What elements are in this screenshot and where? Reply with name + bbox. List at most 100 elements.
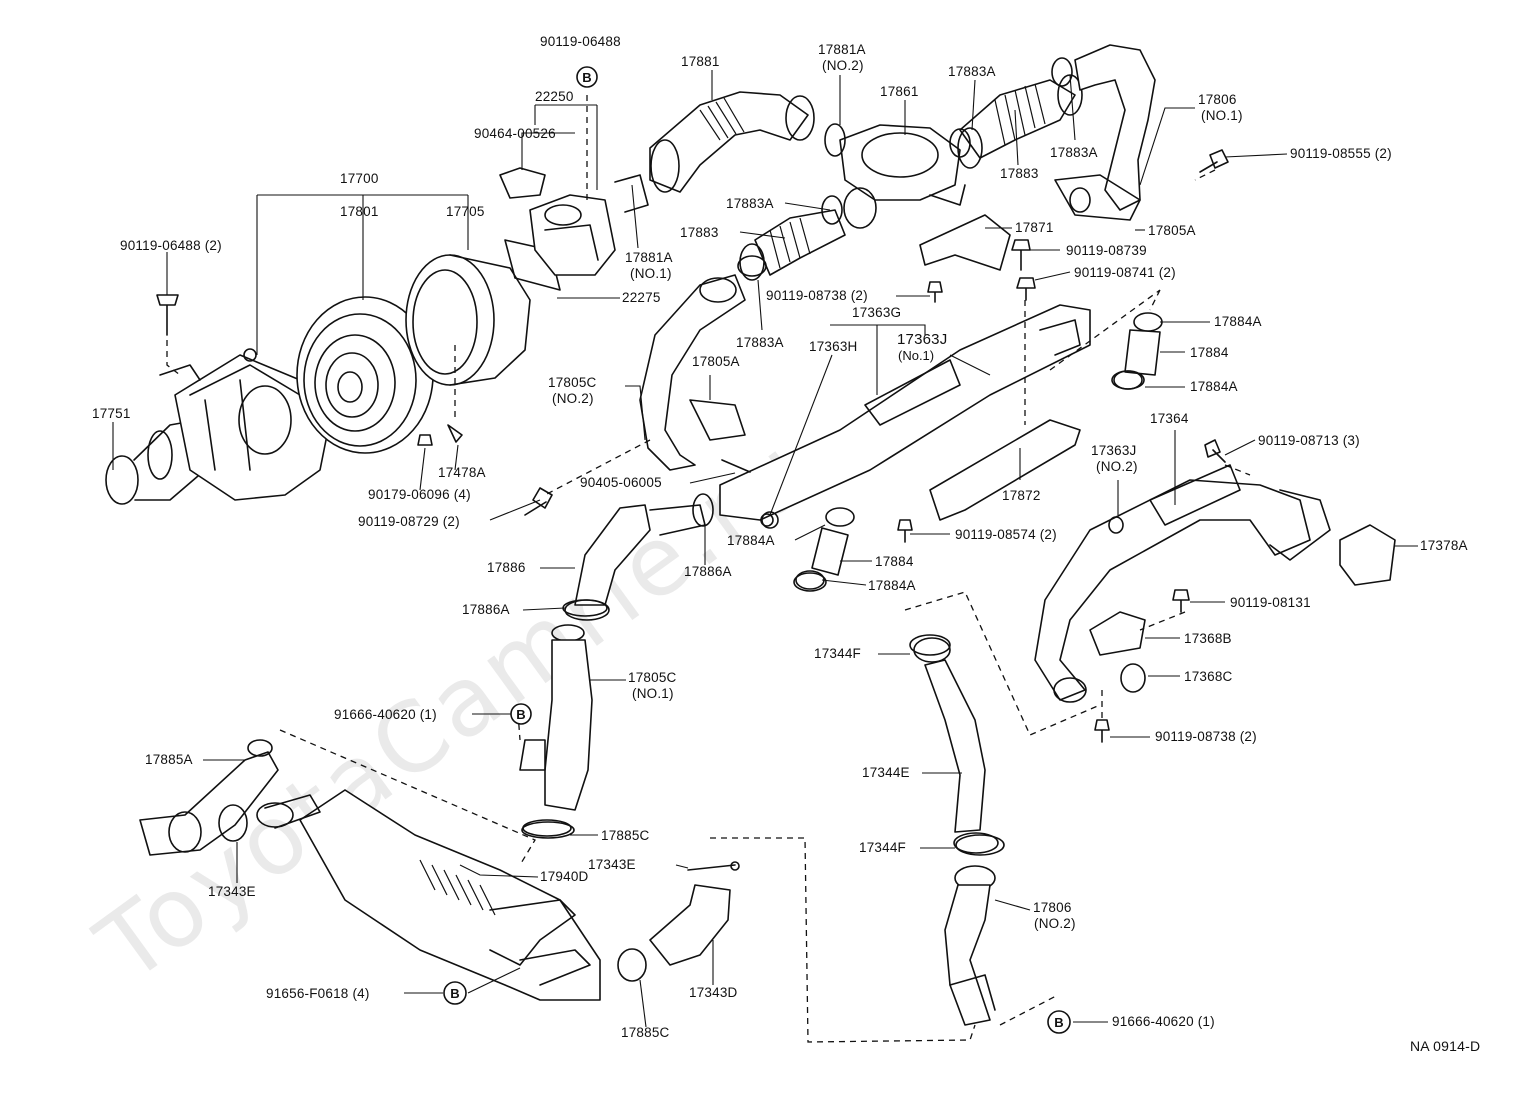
part-label: 17884A (1190, 379, 1238, 394)
part-label: 17805C (548, 375, 597, 390)
part-label: 90179-06096 (4) (368, 487, 471, 502)
part-label: 17884A (1214, 314, 1262, 329)
part-label: 90119-06488 (540, 34, 621, 49)
part-label: 91656-F0618 (4) (266, 986, 370, 1001)
part-17881-hose (649, 91, 815, 193)
part-label: 17886A (684, 564, 732, 579)
part-label: 17806 (1198, 92, 1237, 107)
b-marker-text-3: B (450, 986, 459, 1001)
part-label: 17885C (621, 1025, 670, 1040)
part-label: 90119-08729 (2) (358, 514, 460, 529)
part-label: 17883A (948, 64, 996, 79)
part-label: (NO.2) (822, 58, 864, 73)
part-label: 17886 (487, 560, 526, 575)
part-label: 17344F (814, 646, 861, 661)
part-label: (NO.1) (1201, 108, 1243, 123)
dashed-assembly-lines (166, 95, 1251, 1043)
part-label: 17363H (809, 339, 858, 354)
part-17872-bracket (929, 419, 1081, 521)
part-label: 17884 (1190, 345, 1229, 360)
part-label: 90119-08555 (2) (1290, 146, 1392, 161)
part-label: 90119-06488 (2) (120, 238, 222, 253)
part-label: 90119-08738 (2) (1155, 729, 1257, 744)
part-17705-cap (405, 254, 531, 386)
part-label: 90119-08739 (1066, 243, 1147, 258)
part-label: (No.1) (898, 348, 934, 363)
part-label: 17805A (692, 354, 740, 369)
part-label: 17343D (689, 985, 738, 1000)
part-label: 17940D (540, 869, 589, 884)
part-17363-heat-insulator (719, 304, 1091, 529)
part-label: 17751 (92, 406, 131, 421)
part-label: 17801 (340, 204, 379, 219)
part-label: 17883A (726, 196, 774, 211)
part-label: 17364 (1150, 411, 1189, 426)
part-labels: 90119-06488 22250 90464-00526 17700 1780… (92, 34, 1468, 1040)
part-17378a-gasket (1339, 524, 1396, 586)
part-22250-meter (499, 167, 649, 276)
b-marker-text-4: B (1054, 1015, 1063, 1030)
part-17871-bracket (919, 214, 1011, 271)
b-marker-4 (1047, 1010, 1071, 1034)
part-label: 17871 (1015, 220, 1054, 235)
part-label: 17363J (1091, 443, 1137, 458)
part-17881a-clamp (824, 123, 846, 157)
part-label: 17363J (897, 331, 947, 348)
part-label: (NO.1) (630, 266, 672, 281)
part-label: 17805C (628, 670, 677, 685)
part-label: 17363G (852, 305, 901, 320)
bolt-markers: B B B B (443, 66, 1071, 1034)
b-marker-2 (510, 703, 532, 725)
part-label: (NO.2) (552, 391, 594, 406)
part-17884-hose-mid (795, 507, 855, 590)
b-marker-3 (443, 981, 467, 1005)
diagram-code: NA 0914-D (1410, 1038, 1480, 1054)
part-label: 90119-08131 (1230, 595, 1311, 610)
part-17861-pipe (839, 124, 966, 229)
part-label: 90119-08741 (2) (1074, 265, 1176, 280)
part-17886-hose (564, 493, 714, 621)
part-17883-hose-lower (739, 209, 846, 281)
part-label: 91666-40620 (1) (1112, 1014, 1215, 1029)
part-label: 17368C (1184, 669, 1233, 684)
part-label: 17886A (462, 602, 510, 617)
part-17883-hose-upper (957, 74, 1083, 169)
part-label: 17881A (625, 250, 673, 265)
part-17885a-hose (139, 739, 279, 856)
part-label: 17344F (859, 840, 906, 855)
part-label: (NO.2) (1034, 916, 1076, 931)
leader-lines (112, 70, 1418, 1028)
part-air-cleaner-case (159, 348, 331, 501)
part-label: 91666-40620 (1) (334, 707, 437, 722)
part-label: 17806 (1033, 900, 1072, 915)
part-label: 17705 (446, 204, 485, 219)
clamps (522, 57, 1145, 854)
b-marker-text-2: B (516, 707, 525, 722)
part-label: 17883 (680, 225, 719, 240)
part-17806-no1-pipe (1054, 44, 1156, 221)
part-17368-mount (1089, 611, 1146, 693)
part-17344e-hose (913, 637, 1005, 856)
part-label: 90405-06005 (580, 475, 662, 490)
part-label: 17885C (601, 828, 650, 843)
part-label: 17881 (681, 54, 720, 69)
b-marker-1 (576, 66, 598, 88)
part-17364-pipe (1034, 464, 1331, 703)
part-label: 17883A (1050, 145, 1098, 160)
part-17805c-no1-pipe (519, 624, 593, 839)
part-label: 17884A (727, 533, 775, 548)
part-label: 90119-08738 (2) (766, 288, 868, 303)
part-label: 17883 (1000, 166, 1039, 181)
part-17806-no2-pipe (944, 865, 996, 1026)
part-label: 17343E (588, 857, 636, 872)
part-label: (NO.1) (632, 686, 674, 701)
part-label: 17884 (875, 554, 914, 569)
part-label: 17368B (1184, 631, 1232, 646)
part-label: (NO.2) (1096, 459, 1138, 474)
part-17940d-intercooler (256, 789, 601, 1001)
bolts (156, 149, 1229, 743)
parts-drawings (105, 44, 1396, 1043)
part-label: 17861 (880, 84, 919, 99)
part-label: 17885A (145, 752, 193, 767)
